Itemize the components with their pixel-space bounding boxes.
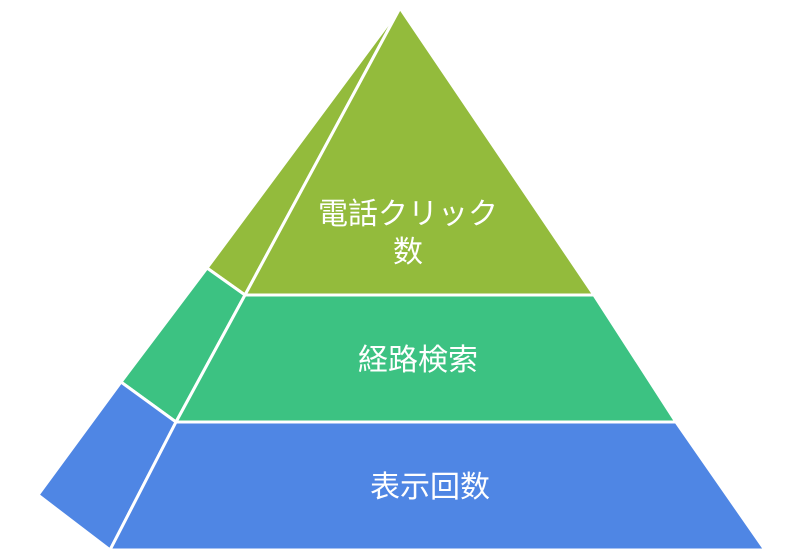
- tier-bottom-label: 表示回数: [370, 470, 490, 505]
- tier-middle-label: 経路検索: [358, 343, 478, 378]
- tier-bottom-front: [108, 420, 767, 552]
- tier-top-label-line-1: 電話クリック: [318, 197, 498, 232]
- tier-top-label-line-2: 数: [393, 235, 423, 270]
